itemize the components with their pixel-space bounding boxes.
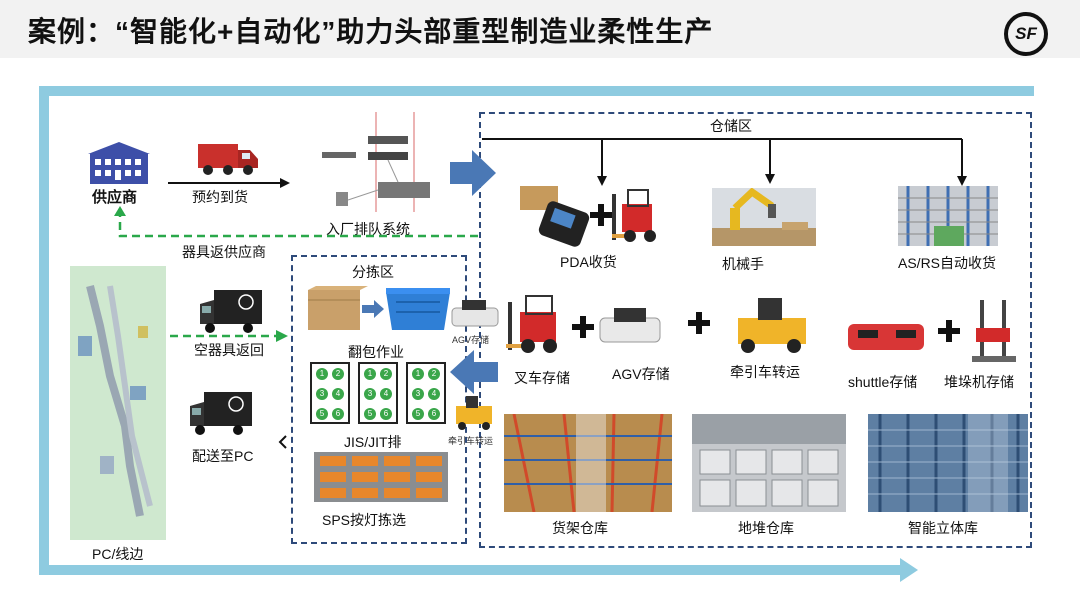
deliver-pc-label: 配送至PC [192,448,254,464]
repack-arrow-icon [362,300,384,318]
appointment-label: 预约到货 [192,189,248,205]
rack-slot: 5 [364,408,376,420]
jis-label: JIS/JIT排 [344,434,402,450]
sf-truck-deliver-icon [190,392,252,435]
shuttle-label: shuttle存储 [848,374,918,390]
stacker-crane-icon [972,300,1016,362]
asrs-label: AS/RS自动收货 [898,254,1008,272]
rack-slot: 2 [380,368,392,380]
rack-slot: 1 [364,368,376,380]
entry-queue-label: 入厂排队系统 [326,221,410,237]
rack-slot: 4 [332,388,344,400]
supplier-label: 供应商 [92,189,138,206]
jis-rack-group: 1 2 3 4 5 6 1 2 3 4 5 6 1 2 3 4 5 6 [310,362,450,428]
rack-slot: 6 [380,408,392,420]
pc-line-image [70,266,166,540]
queue-system-image [318,112,438,220]
agv-icon [599,308,661,343]
rack-slot: 4 [380,388,392,400]
tractor-small-label: 牵引车转运 [448,436,494,446]
rack-slot: 6 [332,408,344,420]
pc-line-label: PC/线边 [92,546,144,562]
jis-rack: 1 2 3 4 5 6 [310,362,350,424]
plus-icon [590,204,612,226]
rack-slot: 6 [428,408,440,420]
robot-arm-image [712,188,816,246]
blue-arrow-into-sorting [450,350,498,394]
rack-warehouse-label: 货架仓库 [552,520,608,536]
rack-slot: 2 [428,368,440,380]
floor-warehouse-image [692,414,846,512]
plus-icon [688,312,710,334]
sps-rack-image [314,452,448,502]
tractor-label: 牵引车转运 [730,364,800,380]
stacker-label: 堆垛机存储 [944,374,1014,390]
rack-slot: 5 [316,408,328,420]
pda-label: PDA收货 [560,254,617,270]
cardboard-box-icon [308,286,368,330]
supplier-building-icon [88,142,150,184]
agv-small-icon [451,300,499,327]
rack-slot: 3 [316,388,328,400]
warehouse-title: 仓储区 [710,118,752,134]
sf-logo: SF [1004,12,1048,56]
rack-slot: 2 [332,368,344,380]
smart-warehouse-label: 智能立体库 [908,520,978,536]
plus-icon [572,316,594,338]
agv-small-label: AGV存储 [452,335,490,345]
forklift-label: 叉车存储 [514,370,570,386]
agv-label: AGV存储 [612,366,670,382]
tractor-icon [738,298,806,353]
empty-return-label: 空器具返回 [194,342,264,358]
rack-slot: 3 [412,388,424,400]
rack-slot: 3 [364,388,376,400]
warehouse-area-box [479,112,1032,548]
forklift-storage-icon [506,295,557,353]
asrs-image [898,186,998,246]
rack-slot: 4 [428,388,440,400]
pda-scanner-icon [520,186,590,247]
forklift-icon [612,189,656,242]
rack-warehouse-image [504,414,672,512]
smart-warehouse-image [868,414,1028,512]
blue-arrow-into-warehouse [450,150,496,196]
floor-warehouse-label: 地堆仓库 [738,520,794,536]
jis-rack: 1 2 3 4 5 6 [358,362,398,424]
repack-label: 翻包作业 [348,344,404,360]
red-truck-icon [198,144,258,175]
blue-crate-icon [386,288,450,330]
sf-truck-empty-return-icon [200,290,262,333]
rack-slot: 1 [316,368,328,380]
asrs-label-text: AS/RS自动收货 [898,255,997,271]
jis-rack: 1 2 3 4 5 6 [406,362,446,424]
sps-label: SPS按灯拣选 [322,512,407,528]
header-bar: 案例：“智能化+自动化”助力头部重型制造业柔性生产 SF [0,0,1080,58]
rack-slot: 5 [412,408,424,420]
robot-arm-label: 机械手 [722,256,764,272]
sorting-area-title: 分拣区 [352,264,394,280]
shuttle-icon [848,324,924,350]
tractor-small-icon [456,396,492,430]
page-title: 案例：“智能化+自动化”助力头部重型制造业柔性生产 [28,16,714,47]
plus-icon [938,320,960,342]
return-supplier-label: 器具返供应商 [182,244,266,260]
rack-slot: 1 [412,368,424,380]
logo-text: SF [1015,24,1037,43]
